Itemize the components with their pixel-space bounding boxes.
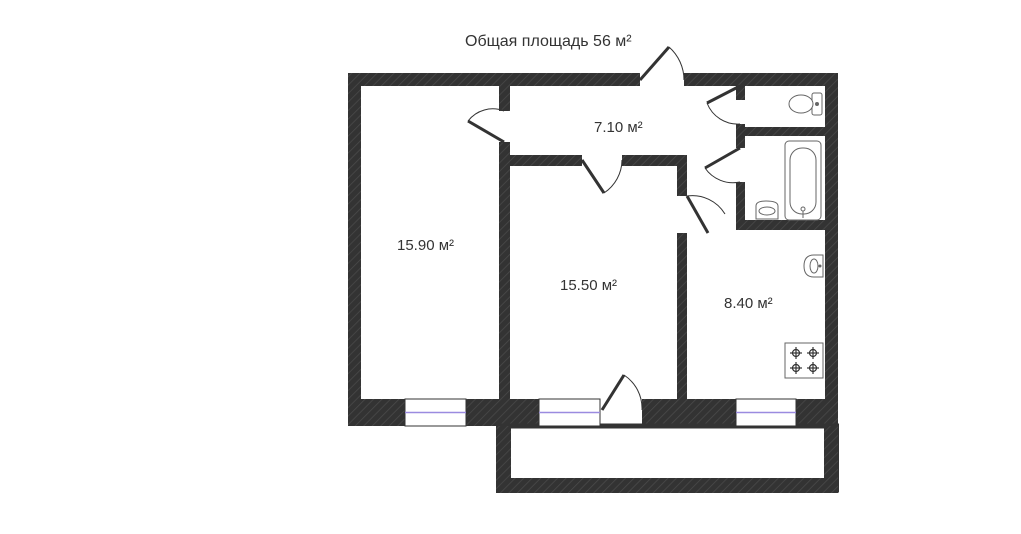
wall-wc-bath bbox=[745, 127, 825, 136]
window-kitchen bbox=[735, 398, 797, 427]
door-room-left bbox=[467, 108, 505, 144]
door-wc bbox=[706, 84, 741, 125]
balcony bbox=[496, 423, 839, 493]
door-room-middle bbox=[580, 159, 623, 194]
stove-icon bbox=[784, 342, 824, 379]
wall-bottom-1 bbox=[348, 399, 405, 426]
room-area-middle: 15.50 м² bbox=[560, 277, 617, 294]
wall-kitchen-left-top bbox=[677, 166, 687, 196]
window-left bbox=[404, 398, 467, 427]
door-entrance bbox=[638, 46, 685, 81]
balcony-wall-bottom bbox=[496, 478, 838, 493]
wall-kitchen-left bbox=[677, 233, 687, 399]
room-area-left: 15.90 м² bbox=[397, 237, 454, 254]
wall-left-partition bbox=[499, 142, 510, 399]
door-kitchen bbox=[685, 195, 726, 234]
wall-hall-bottom-1 bbox=[510, 155, 582, 166]
window-middle bbox=[538, 398, 601, 427]
wall-wc-stub-2 bbox=[736, 124, 745, 148]
wall-bath-bottom bbox=[736, 220, 825, 230]
windows bbox=[404, 398, 797, 427]
sink-icon bbox=[755, 200, 779, 220]
room-area-kitchen: 8.40 м² bbox=[724, 295, 773, 312]
balcony-wall-left bbox=[496, 426, 511, 493]
outer-walls bbox=[348, 73, 838, 426]
wall-right bbox=[825, 73, 838, 426]
wall-left bbox=[348, 73, 361, 426]
wall-hall-bottom-2 bbox=[622, 155, 687, 166]
bathtub-icon bbox=[784, 140, 822, 221]
room-area-hall: 7.10 м² bbox=[594, 119, 643, 136]
wall-bath-left bbox=[736, 182, 745, 230]
wall-bottom-3 bbox=[642, 399, 736, 426]
door-bath bbox=[704, 146, 741, 184]
wall-top-left bbox=[348, 73, 640, 86]
balcony-wall-right bbox=[824, 426, 838, 493]
total-area-label: Общая площадь 56 м² bbox=[465, 33, 632, 50]
doors bbox=[467, 46, 741, 411]
wall-bottom-4 bbox=[796, 399, 838, 426]
sink-icon bbox=[803, 254, 824, 278]
door-balcony bbox=[600, 374, 643, 411]
wall-left-partition-top bbox=[499, 86, 510, 111]
wall-top-right bbox=[684, 73, 838, 86]
wall-wc-stub bbox=[736, 86, 745, 100]
interior-walls bbox=[499, 86, 825, 399]
wall-bottom-2 bbox=[466, 399, 539, 426]
toilet-icon bbox=[788, 92, 823, 116]
